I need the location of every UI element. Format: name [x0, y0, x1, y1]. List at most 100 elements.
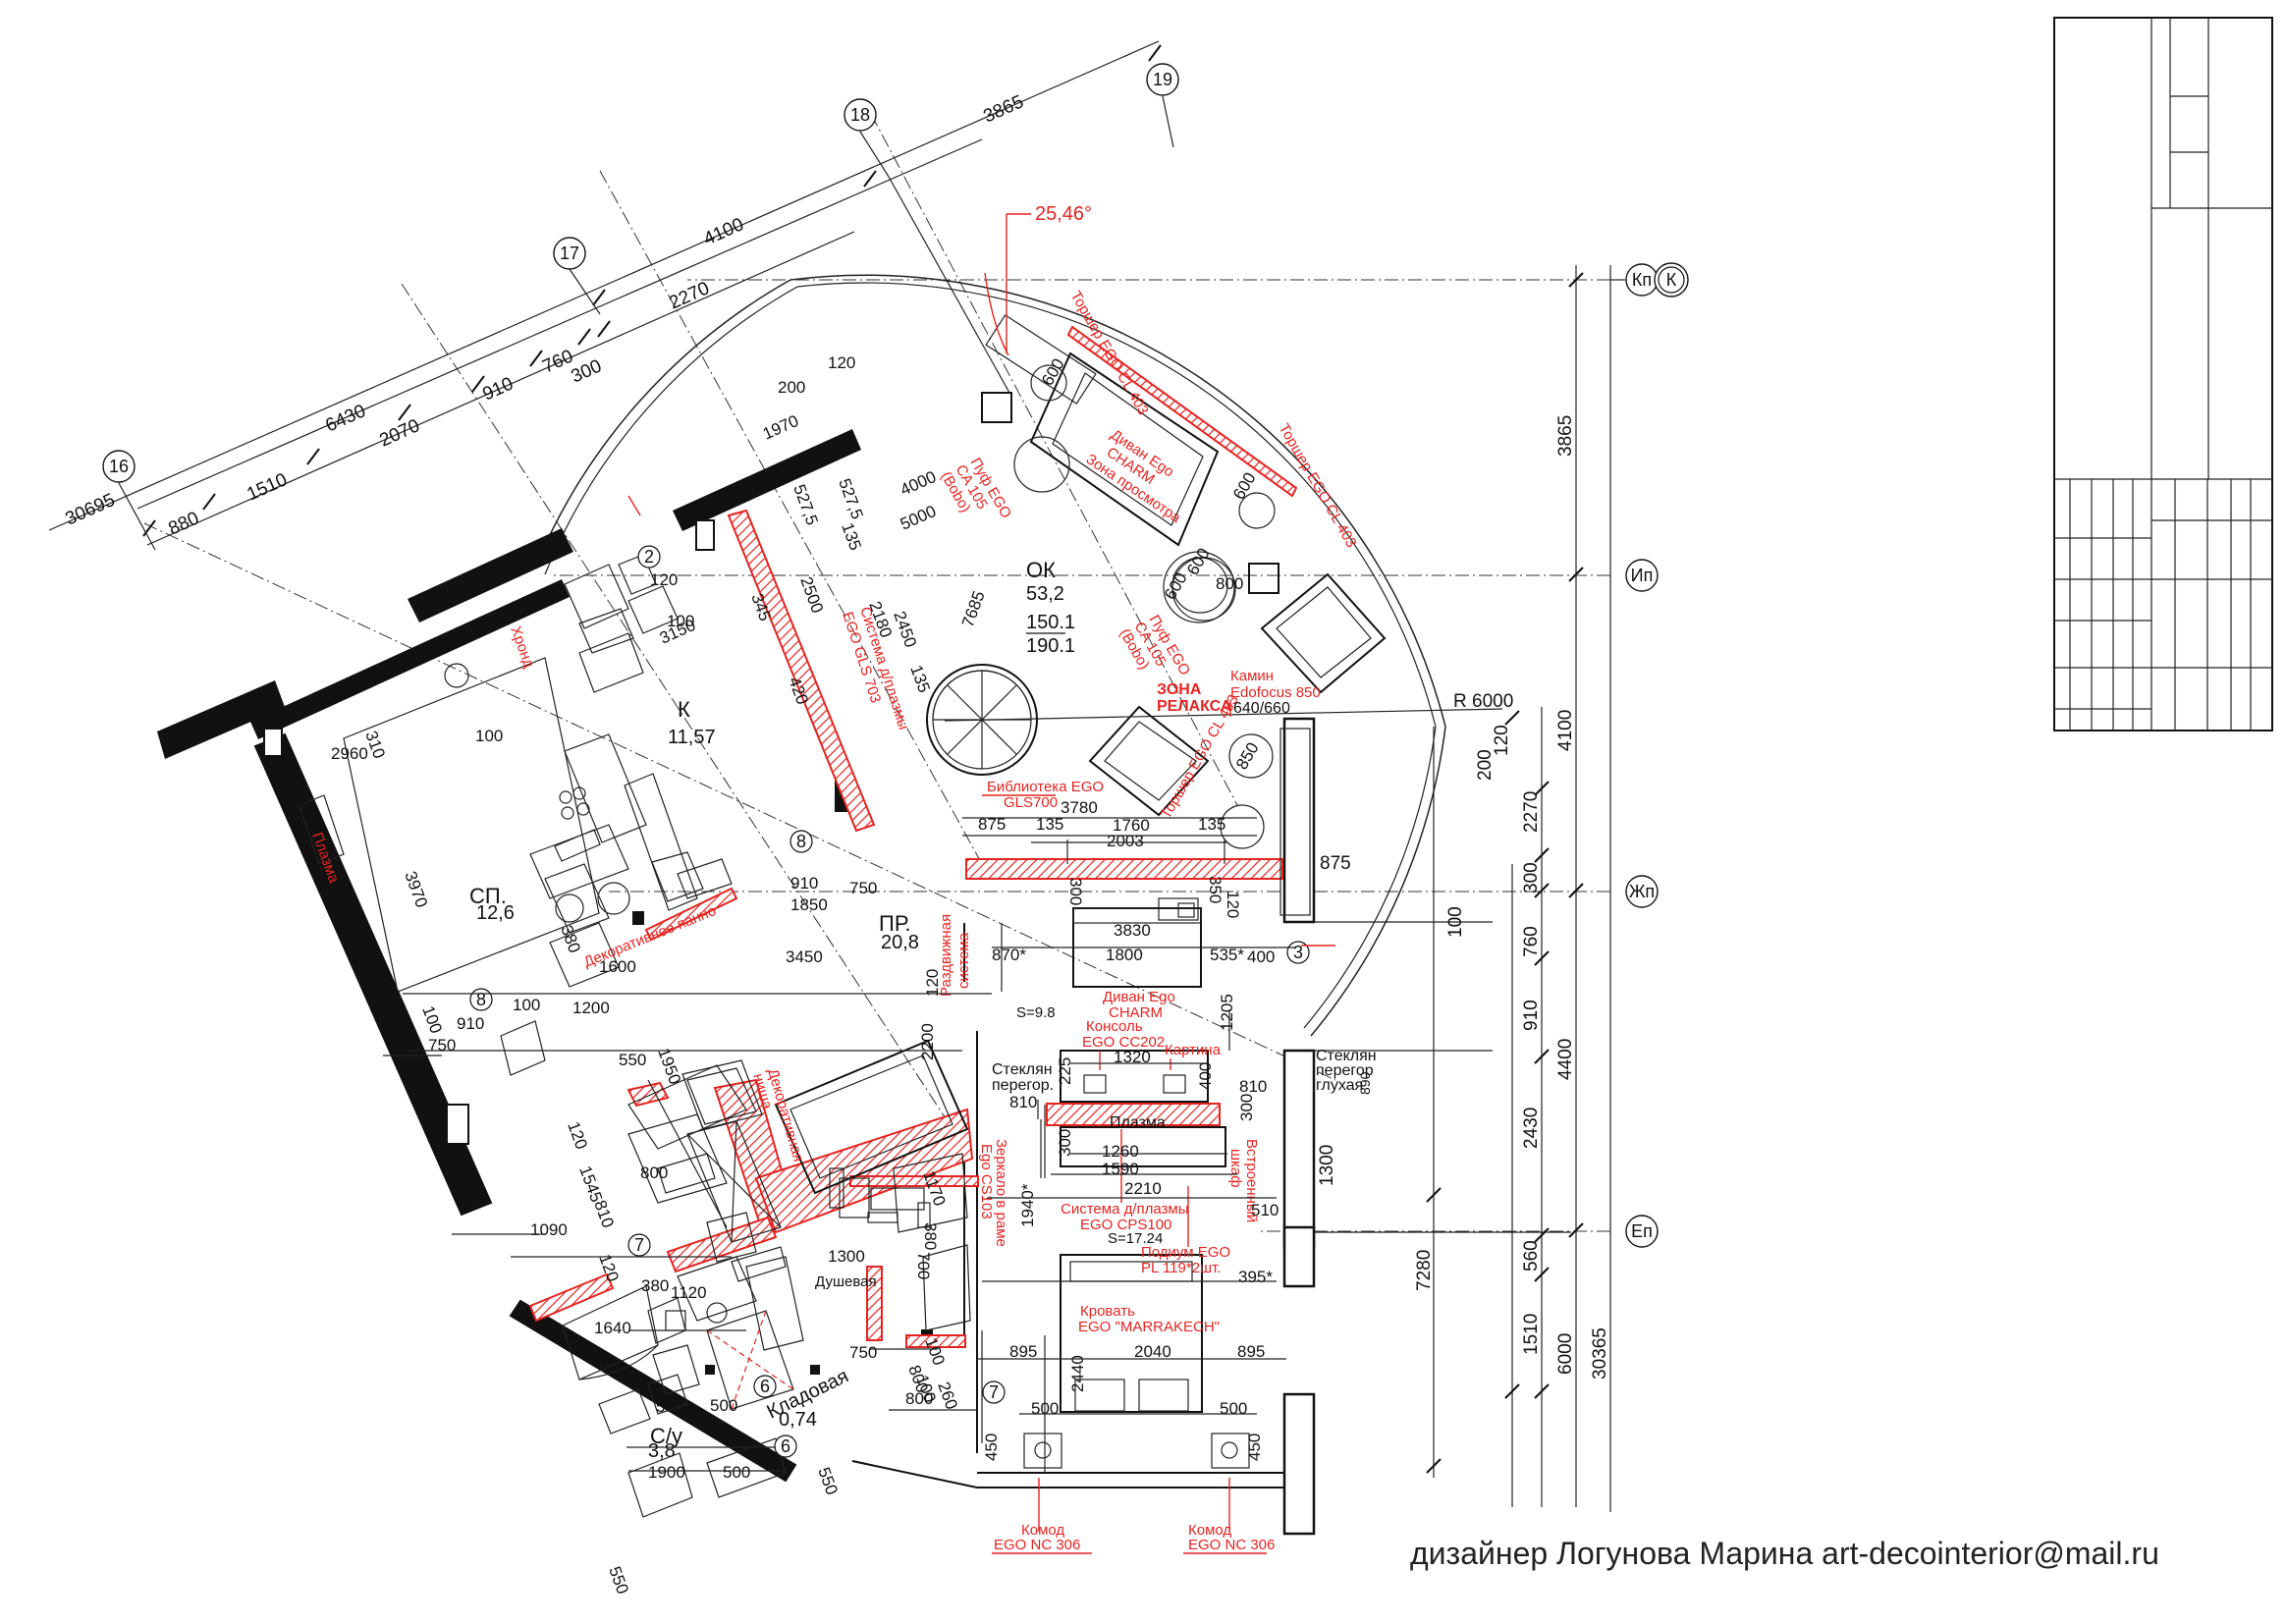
label-komod1-b: EGO NC 306	[994, 1537, 1080, 1553]
dim-value: 750	[849, 1343, 877, 1362]
dim-value: 1205	[1218, 994, 1236, 1031]
dim-value: 225	[1056, 1057, 1074, 1085]
dim-value: 1260	[1102, 1142, 1139, 1161]
dim-value: 600	[1229, 469, 1260, 503]
dim-value: 700	[914, 1252, 933, 1279]
dim-value: 380	[557, 923, 584, 955]
dim-value: 895	[1237, 1342, 1265, 1361]
room-ok-h2: 190.1	[1026, 635, 1075, 657]
label-vstroen-2: шкаф	[1227, 1149, 1244, 1188]
dim-right-100: 100	[1445, 906, 1466, 938]
radius-line: R 6000	[944, 691, 1513, 722]
axis-k: К	[1666, 270, 1677, 290]
label-steklo2-c: глухая	[1316, 1077, 1363, 1094]
axis-zhp: Жп	[1629, 882, 1655, 901]
axis-19: 19	[1153, 70, 1172, 89]
dim-value: 600	[1038, 355, 1068, 389]
dim-value: 135	[1036, 815, 1063, 834]
angle-mark: 25,46°	[984, 203, 1092, 356]
label-podium-1: Подиум EGO	[1141, 1244, 1230, 1261]
label-komod1-a: Комод	[1021, 1522, 1064, 1539]
label-zerkalo-2: Ego CS103	[978, 1144, 995, 1219]
interior-dim-lines	[383, 817, 1296, 1473]
room-ok-area: 53,2	[1026, 583, 1064, 605]
dim-value: 380	[921, 1222, 940, 1250]
room-ok-name: ОК	[1026, 558, 1056, 582]
dim-value: 1850	[790, 895, 828, 914]
label-kamin-2: Edofocus 850	[1230, 684, 1321, 701]
dim-value: 500	[723, 1463, 750, 1482]
axis-2: 2	[644, 547, 654, 567]
axis-7a: 7	[634, 1235, 644, 1255]
dim-value: 550	[619, 1051, 646, 1069]
dim-right-3865: 3865	[1555, 415, 1576, 457]
dim-right-6000: 6000	[1555, 1333, 1576, 1375]
dim-value: 750	[428, 1036, 456, 1055]
dim-value: 3450	[786, 947, 823, 966]
dim-value: 120	[564, 1119, 591, 1152]
dim-value: 5000	[898, 502, 939, 534]
label-divan2-b: CHARM	[1109, 1004, 1163, 1021]
dim-value: 1640	[594, 1319, 631, 1337]
label-podium-2: PL 119*2шт.	[1141, 1260, 1221, 1276]
label-sistema2-b: EGO CPS100	[1080, 1217, 1171, 1233]
room-sp-name: СП.	[469, 884, 507, 908]
axis-3: 3	[1293, 943, 1303, 962]
room-pr-name: ПР.	[879, 911, 910, 936]
dim-value: 2200	[918, 1023, 937, 1060]
dim-value: 300	[1237, 1094, 1256, 1121]
dim-right-910: 910	[1521, 1000, 1542, 1031]
radius-label: R 6000	[1453, 691, 1513, 712]
dim-value: 527,5	[789, 482, 821, 527]
dim-value: 2003	[1107, 832, 1144, 850]
axis-8a: 8	[796, 832, 806, 851]
dim-value: 3830	[1114, 921, 1151, 940]
dim-value: 380	[641, 1276, 669, 1295]
diagonal-dimension-chain	[48, 40, 1162, 546]
dim-value: 535*	[1210, 946, 1244, 964]
label-kartina: Картина	[1165, 1042, 1222, 1058]
dim-value: 500	[710, 1396, 737, 1415]
dim-value: 800	[905, 1389, 933, 1408]
dim-right-890: 890	[1357, 1071, 1373, 1095]
dim-value: 1200	[572, 999, 610, 1017]
room-ok-h1: 150.1	[1026, 612, 1075, 633]
axis-7b: 7	[989, 1382, 999, 1402]
dim-right-2270: 2270	[1521, 791, 1542, 833]
dim-2070: 2070	[376, 415, 422, 451]
axis-8b: 8	[476, 990, 486, 1009]
dim-value: 200	[778, 378, 805, 397]
title-block	[2053, 17, 2273, 731]
dim-value: 800	[1216, 574, 1243, 593]
dim-value: 135	[838, 520, 865, 553]
dim-right-560: 560	[1521, 1240, 1542, 1272]
label-konsol-1: Консоль	[1086, 1018, 1143, 1035]
dim-value: 500	[656, 1397, 683, 1416]
dim-value: 135	[1198, 815, 1225, 834]
dim-value: 1545	[575, 1164, 606, 1205]
room-k-area: 11,57	[668, 727, 716, 748]
axis-6a: 6	[760, 1377, 770, 1396]
dim-value: 895	[1009, 1342, 1037, 1361]
room-s2: S=17.24	[1108, 1230, 1163, 1247]
dim-910: 910	[479, 373, 517, 405]
dim-value: 1760	[1113, 816, 1150, 835]
dim-value: 1800	[1106, 946, 1143, 964]
right-dimension-chains	[1314, 265, 1611, 1512]
dim-value: 260	[934, 1380, 961, 1412]
dim-value: 1320	[1114, 1048, 1151, 1066]
dim-value: 100	[418, 1003, 446, 1036]
spiral-stair	[926, 664, 1038, 776]
axis-bubbles-diag: 16 17 18 19	[102, 63, 1179, 551]
axis-bubbles-right: Кп К Ип Жп Еп	[1610, 262, 1689, 1248]
dim-value: 750	[849, 879, 877, 897]
label-krovat-1: Кровать	[1080, 1303, 1135, 1320]
dim-value: 450	[1245, 1434, 1264, 1461]
angle-label: 25,46°	[1035, 203, 1092, 225]
label-zona-relaksa-1: ЗОНА	[1157, 681, 1202, 698]
dim-value: 3150	[657, 616, 698, 648]
dim-value: 1120	[671, 1283, 707, 1302]
dim-value: 527,5	[835, 476, 866, 521]
axis-kp: Кп	[1632, 270, 1652, 290]
diagonal-dims: 30695 880 1510 2070 910 760 300 2270 643…	[62, 91, 1026, 539]
